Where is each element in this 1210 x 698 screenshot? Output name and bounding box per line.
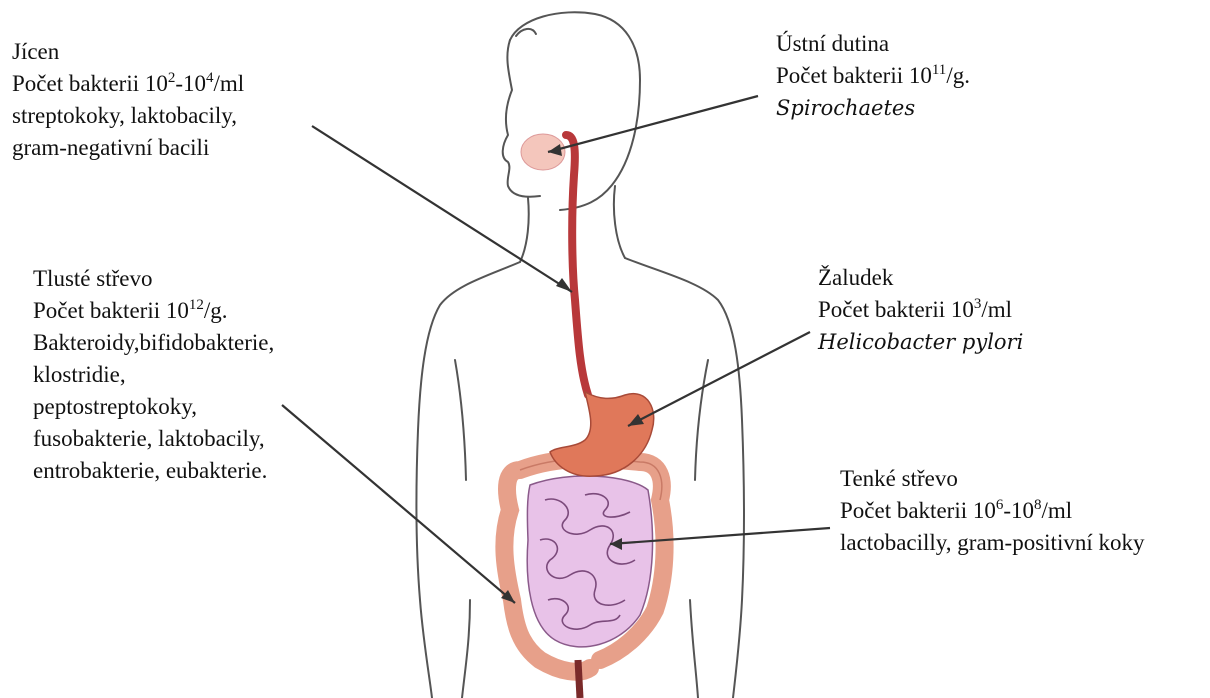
tluste-bacteria-1: Bakteroidy,bifidobakterie, bbox=[33, 327, 274, 359]
neck-right bbox=[614, 186, 625, 258]
label-tluste-strevo: Tlusté střevo Počet bakterii 1012/g. Bak… bbox=[33, 263, 274, 487]
label-zaludek: Žaludek Počet bakterii 103/ml Helicobact… bbox=[818, 262, 1023, 358]
jicen-bacteria-2: gram-negativní bacili bbox=[12, 132, 244, 164]
arm-left bbox=[455, 360, 466, 480]
tluste-bacteria-3: peptostreptokoky, bbox=[33, 391, 274, 423]
pointer-tluste bbox=[282, 405, 515, 603]
waist-right bbox=[690, 600, 698, 698]
rectum bbox=[578, 660, 580, 698]
zaludek-name: Žaludek bbox=[818, 262, 1023, 294]
tluste-bacteria-5: entrobakterie, eubakterie. bbox=[33, 455, 274, 487]
tluste-name: Tlusté střevo bbox=[33, 263, 274, 295]
tenke-count: Počet bakterii 106-108/ml bbox=[840, 495, 1144, 527]
ear-outline bbox=[516, 29, 536, 36]
jicen-bacteria-1: streptokoky, laktobacily, bbox=[12, 100, 244, 132]
pointer-ustni bbox=[548, 96, 758, 152]
tluste-count: Počet bakterii 1012/g. bbox=[33, 295, 274, 327]
tenke-bacteria: lactobacilly, gram-positivní koky bbox=[840, 527, 1144, 559]
pointer-zaludek bbox=[628, 332, 810, 426]
tluste-bacteria-4: fusobakterie, laktobacily, bbox=[33, 423, 274, 455]
zaludek-count: Počet bakterii 103/ml bbox=[818, 294, 1023, 326]
ustni-organism: Spirochaetes bbox=[776, 92, 970, 124]
ustni-count: Počet bakterii 1011/g. bbox=[776, 60, 970, 92]
small-intestine bbox=[527, 476, 652, 647]
jicen-count: Počet bakterii 102-104/ml bbox=[12, 68, 244, 100]
ustni-name: Ústní dutina bbox=[776, 28, 970, 60]
zaludek-organism: Helicobacter pylori bbox=[818, 326, 1023, 358]
waist-left bbox=[462, 600, 470, 698]
label-tenke-strevo: Tenké střevo Počet bakterii 106-108/ml l… bbox=[840, 463, 1144, 559]
label-jicen: Jícen Počet bakterii 102-104/ml streptok… bbox=[12, 36, 244, 164]
esophagus bbox=[566, 135, 588, 395]
neck-left bbox=[520, 198, 529, 262]
face-outline bbox=[503, 40, 540, 197]
tenke-name: Tenké střevo bbox=[840, 463, 1144, 495]
tluste-bacteria-2: klostridie, bbox=[33, 359, 274, 391]
jicen-name: Jícen bbox=[12, 36, 244, 68]
label-ustni-dutina: Ústní dutina Počet bakterii 1011/g. Spir… bbox=[776, 28, 970, 124]
arm-right bbox=[695, 360, 708, 480]
